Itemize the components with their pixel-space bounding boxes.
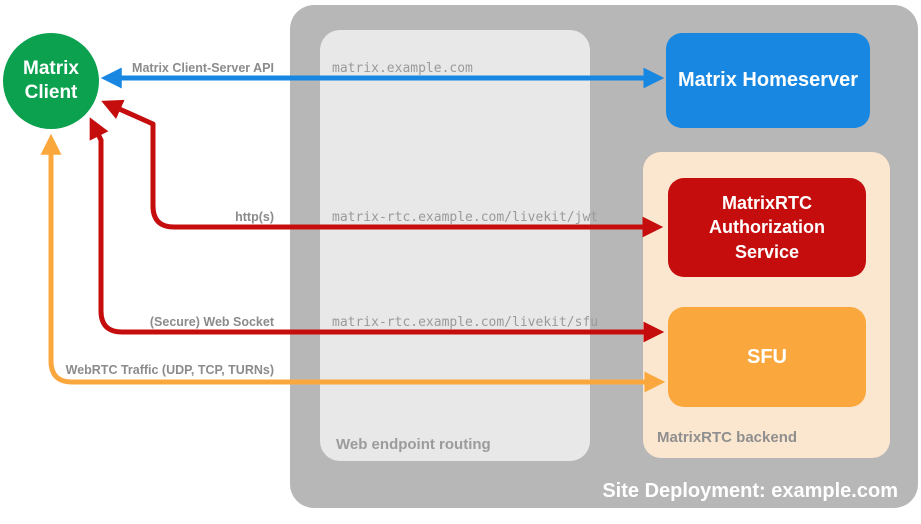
matrixrtc-authorization-service-node: MatrixRTC Authorization Service bbox=[668, 178, 866, 277]
sfu-node: SFU bbox=[668, 307, 866, 407]
websocket-label: (Secure) Web Socket bbox=[149, 315, 274, 329]
web-endpoint-routing-panel bbox=[320, 30, 590, 461]
jwt-route-url: matrix-rtc.example.com/livekit/jwt bbox=[332, 210, 599, 225]
auth-service-label-line3: Service bbox=[734, 241, 800, 262]
matrixrtc-backend-caption: MatrixRTC backend bbox=[657, 429, 798, 446]
web-endpoint-routing-caption: Web endpoint routing bbox=[336, 436, 491, 453]
matrix-client-label-line2: Client bbox=[24, 82, 78, 103]
sfu-route-url: matrix-rtc.example.com/livekit/sfu bbox=[332, 315, 599, 330]
auth-service-label-line2: Authorization bbox=[709, 217, 825, 238]
client-server-api-label: Matrix Client-Server API bbox=[132, 61, 274, 75]
matrix-client-node: Matrix Client bbox=[3, 33, 99, 129]
auth-service-label-line1: MatrixRTC bbox=[721, 193, 812, 214]
https-label: http(s) bbox=[235, 210, 274, 224]
matrix-client-label-line1: Matrix bbox=[23, 58, 79, 80]
matrix-homeserver-label: Matrix Homeserver bbox=[677, 69, 859, 91]
webrtc-traffic-label: WebRTC Traffic (UDP, TCP, TURNs) bbox=[65, 363, 274, 377]
sfu-label: SFU bbox=[747, 345, 787, 368]
site-deployment-caption: Site Deployment: example.com bbox=[602, 480, 898, 502]
homeserver-route-url: matrix.example.com bbox=[332, 61, 473, 76]
matrix-homeserver-node: Matrix Homeserver bbox=[666, 33, 870, 128]
